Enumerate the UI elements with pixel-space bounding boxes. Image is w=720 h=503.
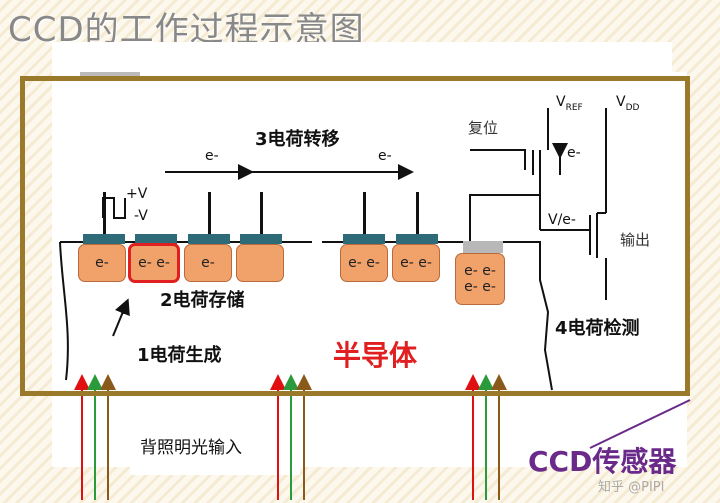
gate-electrode (343, 234, 385, 244)
gate-electrode (83, 234, 125, 244)
v-ref-sub: REF (565, 102, 583, 113)
output-gate (463, 241, 503, 253)
gate-stem (208, 192, 211, 234)
semiconductor-label: 半导体 (333, 339, 418, 372)
charge-cell: e- (184, 244, 232, 282)
v-ref-main: V (556, 94, 566, 110)
output-well: e- e- e- e- (455, 253, 505, 305)
step-detection-label: 4电荷检测 (555, 318, 640, 339)
charge-cell (236, 244, 284, 282)
step-transfer-label: 3电荷转移 (255, 129, 340, 150)
v-ref-label: VREF (556, 94, 583, 113)
gate-stem (260, 192, 263, 234)
gate-electrode (135, 234, 177, 244)
plus-v-label: +V (126, 186, 148, 202)
charge-cell: e- (78, 244, 126, 282)
gate-electrode (240, 234, 282, 244)
content-area-bottom (130, 420, 300, 475)
output-well-electrons: e- e- (464, 263, 496, 279)
diagram-frame (20, 76, 690, 396)
electron-label: e- (378, 148, 392, 164)
gate-electrode (396, 234, 438, 244)
content-area-top (52, 42, 672, 72)
charge-cell: e- e- (340, 244, 388, 282)
v-per-e-label: V/e- (548, 212, 576, 228)
electron-label: e- (205, 148, 219, 164)
v-dd-sub: DD (625, 102, 640, 113)
watermark: 知乎 @PIPI (598, 480, 665, 495)
tab-strip (80, 72, 140, 77)
reset-label: 复位 (468, 119, 499, 137)
charge-cell: e- e- (392, 244, 440, 282)
gate-stem (416, 192, 419, 234)
gate-electrode (188, 234, 230, 244)
v-dd-main: V (616, 94, 626, 110)
backlight-label: 背照明光输入 (140, 438, 242, 458)
electron-label: e- (567, 145, 581, 161)
step-generation-label: 1电荷生成 (137, 345, 222, 366)
output-label: 输出 (620, 231, 651, 249)
v-dd-label: VDD (616, 94, 639, 113)
gate-stem (103, 192, 106, 234)
output-well-electrons: e- e- (464, 279, 496, 295)
charge-cell-highlighted: e- e- (128, 243, 180, 283)
step-storage-label: 2电荷存储 (160, 290, 245, 311)
gate-stem (363, 192, 366, 234)
minus-v-label: -V (134, 208, 148, 224)
sensor-label: CCD传感器 (528, 445, 677, 478)
